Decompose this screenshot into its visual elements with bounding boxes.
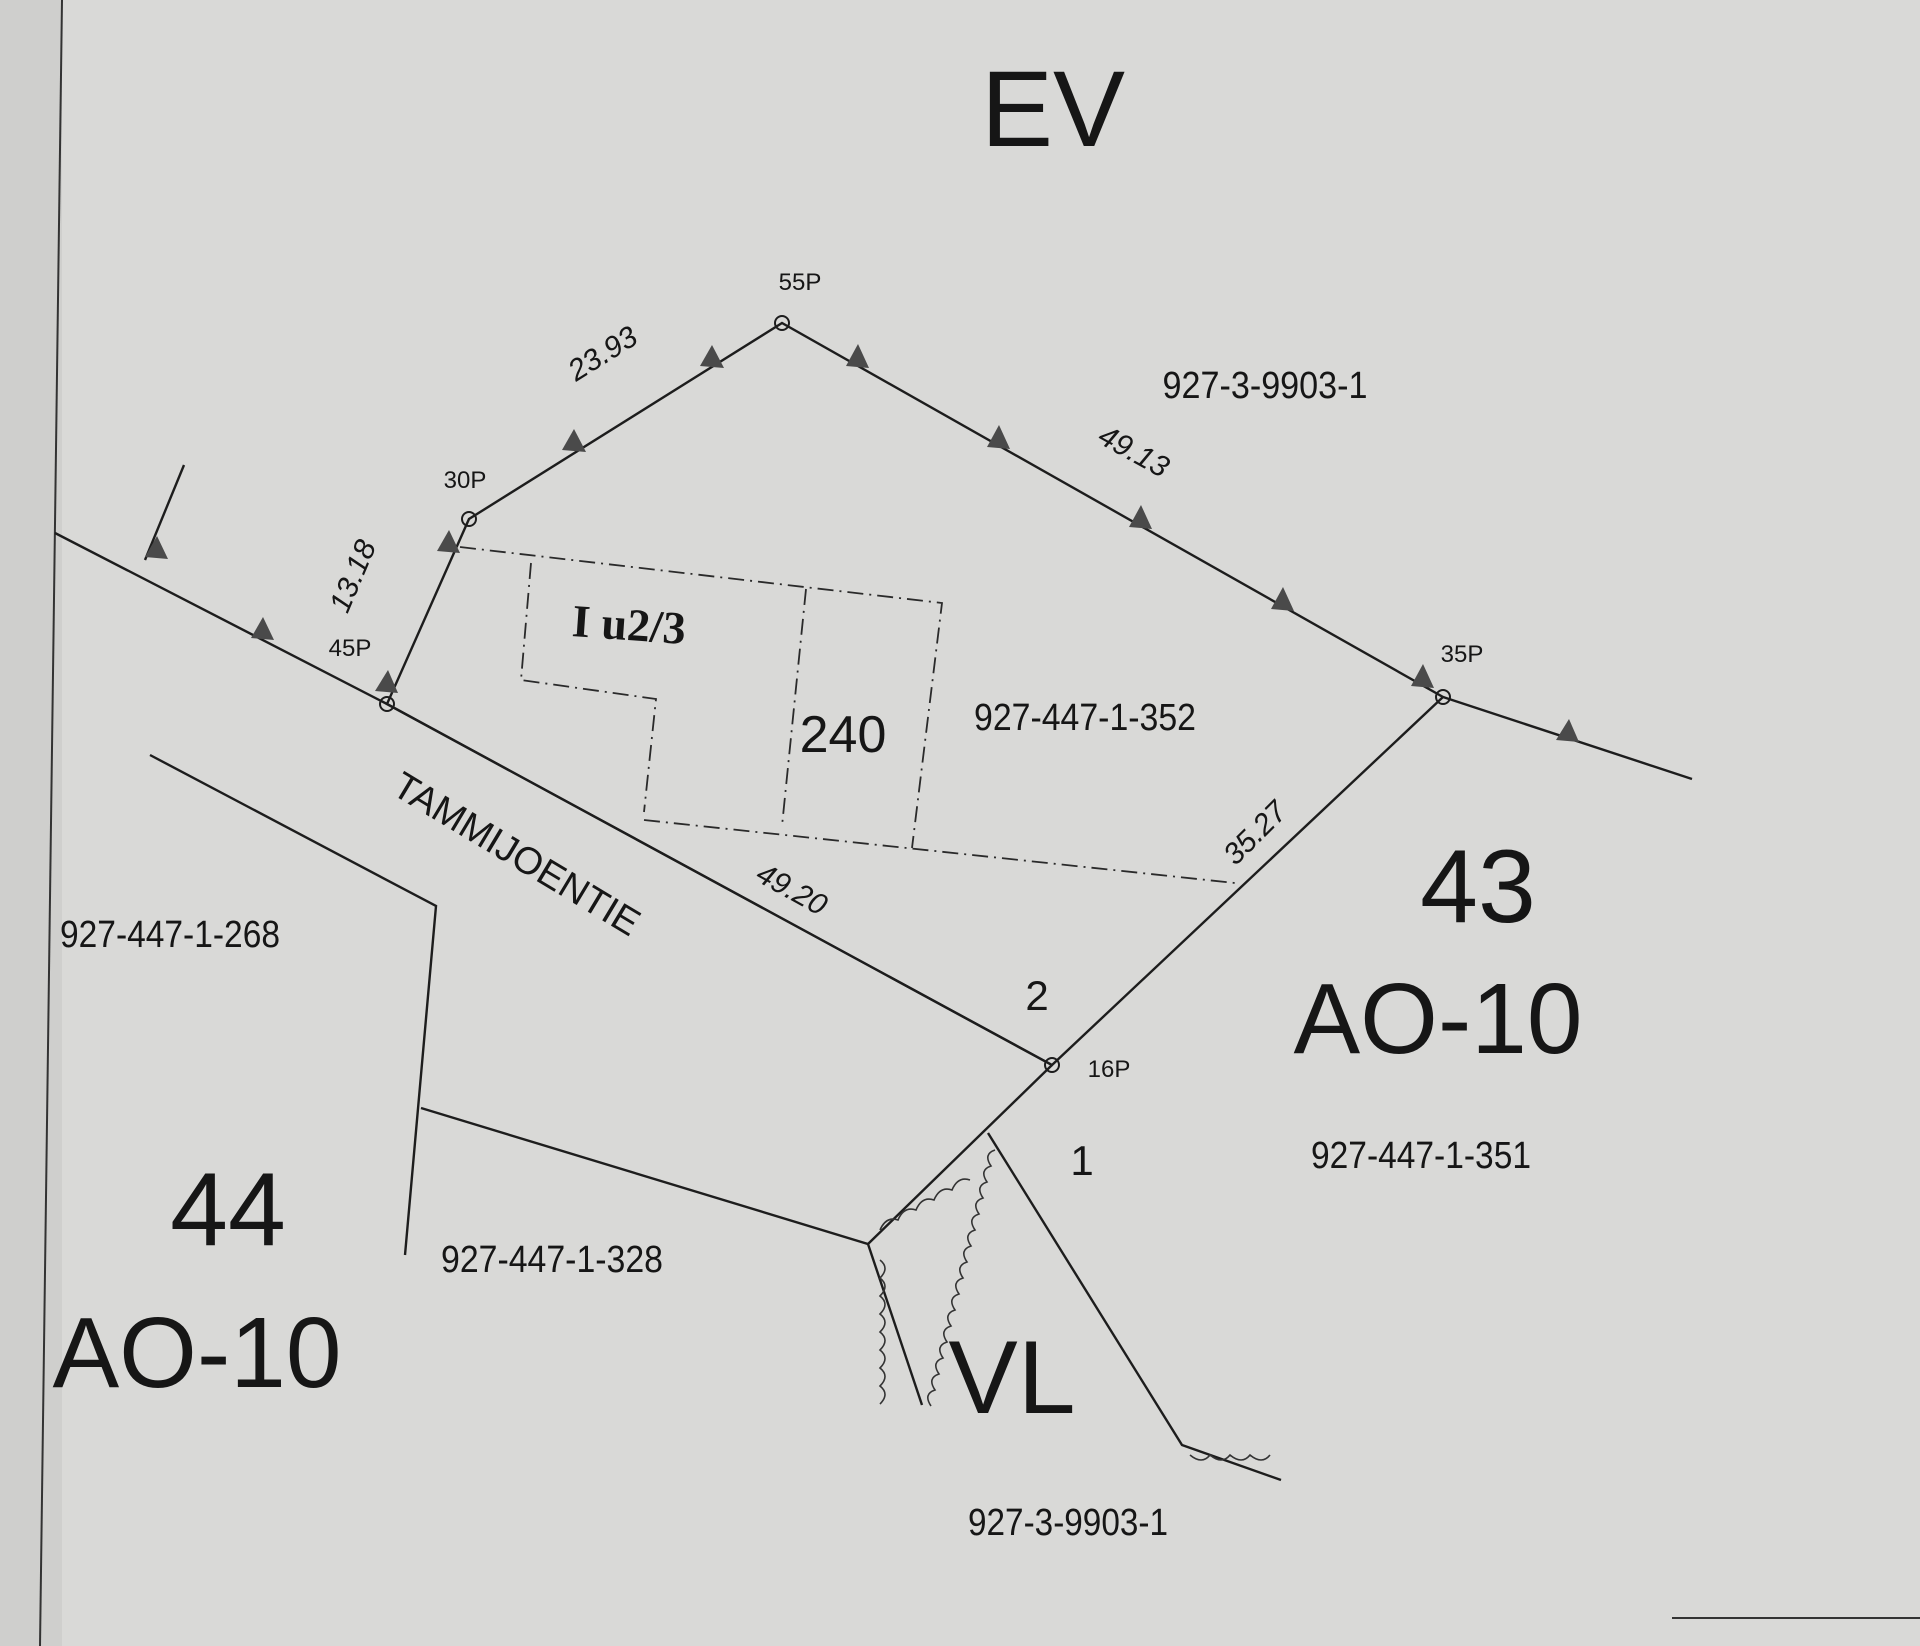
- vl-scallop-north: [879, 1178, 971, 1231]
- vl-area-edge-east: [986, 1132, 1282, 1482]
- plot-1-label: 1: [1070, 1137, 1093, 1184]
- building-area-inner: [520, 562, 657, 813]
- point-30p-label: 30P: [444, 467, 487, 494]
- left-border-line: [39, 0, 63, 1646]
- zone-ev-label: EV: [981, 48, 1125, 169]
- point-55p-label: 55P: [779, 269, 822, 296]
- boundary-markers: [145, 344, 1579, 742]
- parcel-southwest-id: 927-447-1-328: [441, 1239, 663, 1281]
- building-area-outline: [459, 546, 944, 849]
- parcel-main-id: 927-447-1-352: [974, 697, 1196, 739]
- point-35p-label: 35P: [1441, 641, 1484, 668]
- block-44-zone: AO-10: [52, 1297, 341, 1409]
- vl-area-edge: [866, 1243, 924, 1406]
- parcel-east-id: 927-447-1-351: [1311, 1135, 1531, 1177]
- building-floors-label: I u2/3: [571, 595, 688, 654]
- building-area-label: 240: [800, 706, 887, 764]
- parcel-south-id: 927-3-9903-1: [968, 1502, 1168, 1544]
- block-44-number: 44: [170, 1152, 286, 1268]
- parcel-north-id: 927-3-9903-1: [1163, 365, 1368, 407]
- building-area-south: [643, 819, 1236, 884]
- block-43-number: 43: [1420, 829, 1536, 945]
- zone-vl-label: VL: [948, 1320, 1075, 1436]
- west-short-line: [143, 464, 186, 561]
- road-south-edge: [149, 753, 438, 1256]
- vl-scallop-west: [878, 1259, 886, 1405]
- parcel-west-id: 927-447-1-268: [60, 914, 280, 956]
- plot-2-label: 2: [1025, 972, 1048, 1019]
- boundary-points: [379, 315, 1451, 1073]
- block-43-zone: AO-10: [1293, 963, 1582, 1075]
- vl-scallop-east: [927, 1149, 996, 1407]
- vl-scallop-south: [1189, 1453, 1271, 1461]
- point-16p-label: 16P: [1088, 1056, 1131, 1083]
- point-45p-label: 45P: [329, 635, 372, 662]
- building-area-divider: [781, 588, 807, 827]
